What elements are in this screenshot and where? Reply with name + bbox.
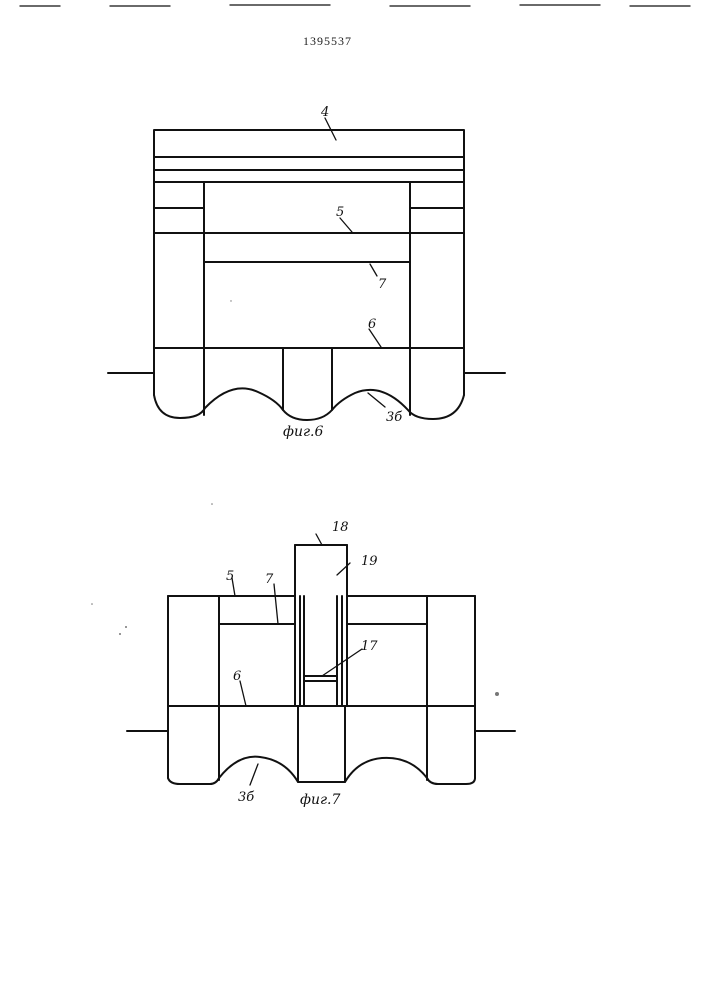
label-3b-f7: 3б (238, 790, 254, 805)
label-18: 18 (332, 520, 349, 535)
label-7: 7 (378, 277, 387, 292)
caption-fig7: фиг.7 (300, 792, 341, 808)
label-5: 5 (336, 205, 344, 220)
scan-edge-marks (20, 5, 690, 6)
label-7-f7: 7 (265, 572, 274, 587)
scalloped-bottom-3b-f7 (168, 757, 475, 784)
label-17: 17 (361, 639, 378, 654)
figure-7: 18 19 5 7 17 6 3б фиг.7 (127, 520, 515, 808)
caption-fig6: фиг.6 (283, 424, 324, 440)
label-6: 6 (368, 317, 376, 332)
label-5-f7: 5 (226, 569, 234, 584)
document-number: 1395537 (303, 34, 352, 48)
scalloped-bottom-3b (154, 388, 464, 420)
label-3b: 3б (386, 410, 402, 425)
label-19: 19 (361, 554, 378, 569)
label-6-f7: 6 (233, 669, 241, 684)
label-4: 4 (320, 105, 329, 120)
figure-6: 4 5 7 6 3б фиг.6 (108, 105, 505, 440)
